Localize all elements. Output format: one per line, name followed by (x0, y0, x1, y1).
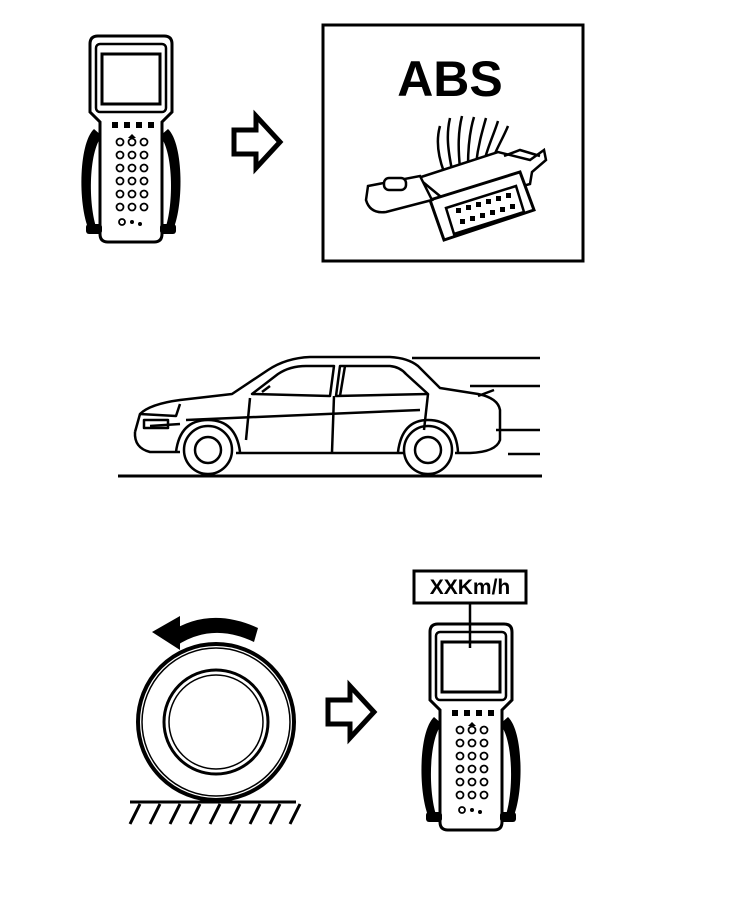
panel-rotate-wheel: XXKm/h (128, 569, 528, 832)
sedan-driving-icon (133, 355, 540, 476)
speed-readout-callout: XXKm/h (412, 569, 528, 648)
right-arrow-icon (328, 686, 374, 738)
ground-hatch (128, 800, 302, 825)
rotating-wheel-icon (136, 616, 296, 802)
speed-readout: XXKm/h (430, 576, 511, 599)
dlc-connector-icon (364, 115, 548, 242)
abs-connector-box: ABS (321, 23, 585, 263)
scan-tool-icon (79, 34, 183, 244)
abs-label: ABS (397, 51, 503, 107)
scan-tool-icon (419, 622, 523, 832)
panel-connect-tool: ABS (79, 23, 585, 263)
panel-drive-vehicle (118, 355, 542, 478)
right-arrow-icon (234, 116, 280, 168)
